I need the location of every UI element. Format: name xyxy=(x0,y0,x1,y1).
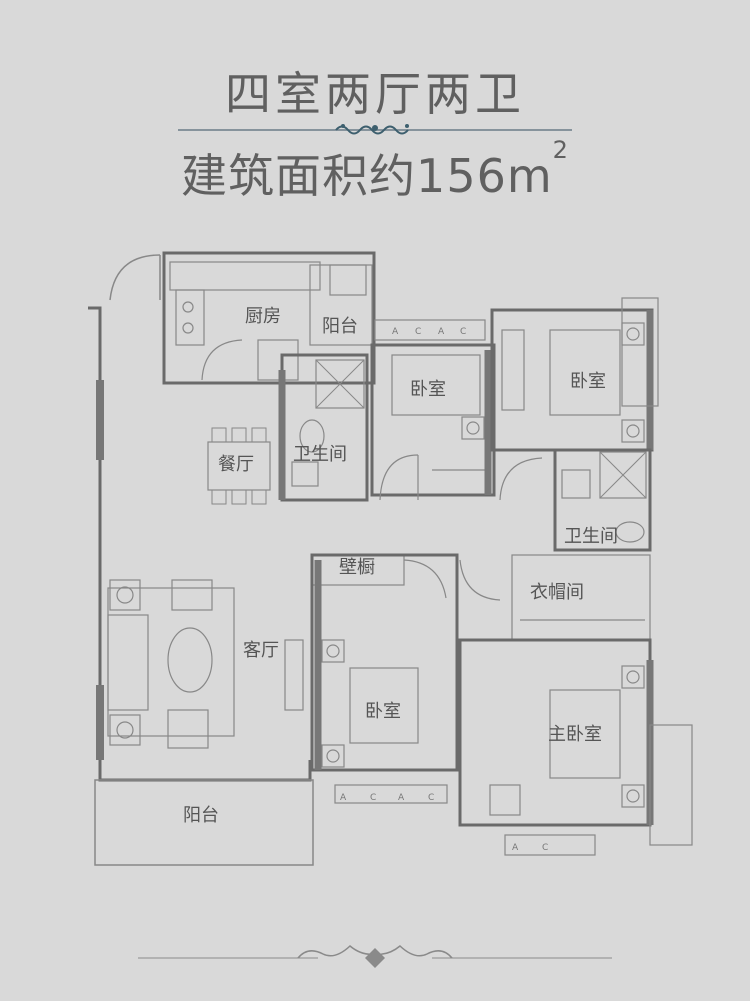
room-label-cloakroom: 衣帽间 xyxy=(530,582,584,603)
window-mark: C xyxy=(370,793,376,803)
bathroom-2-outline xyxy=(553,448,652,552)
window-mark: C xyxy=(428,793,434,803)
window-mark: C xyxy=(415,327,421,337)
room-label-balcony-top: 阳台 xyxy=(322,316,358,337)
balcony-bottom-outline xyxy=(94,779,314,866)
room-label-bedroom-3: 卧室 xyxy=(365,701,401,722)
area-subtitle: 建筑面积约156m2 xyxy=(0,136,750,206)
coffee-table-icon xyxy=(167,627,213,693)
plan-title: 四室两厅两卫 xyxy=(225,67,525,121)
room-label-bathroom-2: 卫生间 xyxy=(564,526,618,547)
entrance-door-arc xyxy=(109,254,161,301)
outer-wall-left xyxy=(88,306,312,782)
room-label-wardrobe: 壁橱 xyxy=(339,557,375,578)
bedroom-3-outline xyxy=(310,553,459,772)
room-label-bedroom-2: 卧室 xyxy=(570,371,606,392)
ornament-icon xyxy=(335,124,409,135)
area-text: 建筑面积约156m xyxy=(181,149,553,203)
window-mark: C xyxy=(460,327,466,337)
bottom-ornament-icon xyxy=(138,945,612,968)
room-label-living: 客厅 xyxy=(243,640,279,661)
room-label-kitchen: 厨房 xyxy=(245,306,281,327)
window-mark: A xyxy=(340,793,347,803)
title-divider xyxy=(178,124,572,135)
room-label-dining: 餐厅 xyxy=(218,454,254,475)
area-superscript: 2 xyxy=(552,136,569,164)
room-label-master-bedroom: 主卧室 xyxy=(548,724,602,745)
window-mark: C xyxy=(542,843,548,853)
window-mark: A xyxy=(392,327,399,337)
window-mark: A xyxy=(398,793,405,803)
window-mark: A xyxy=(438,327,445,337)
window-mark: A xyxy=(512,843,519,853)
room-label-bathroom-1: 卫生间 xyxy=(293,444,347,465)
room-label-balcony-bottom: 阳台 xyxy=(183,805,219,826)
room-label-bedroom-1: 卧室 xyxy=(410,379,446,400)
bathroom-1-outline xyxy=(280,353,369,502)
kitchen-outline xyxy=(162,251,376,385)
bedroom-1-outline xyxy=(370,343,496,497)
